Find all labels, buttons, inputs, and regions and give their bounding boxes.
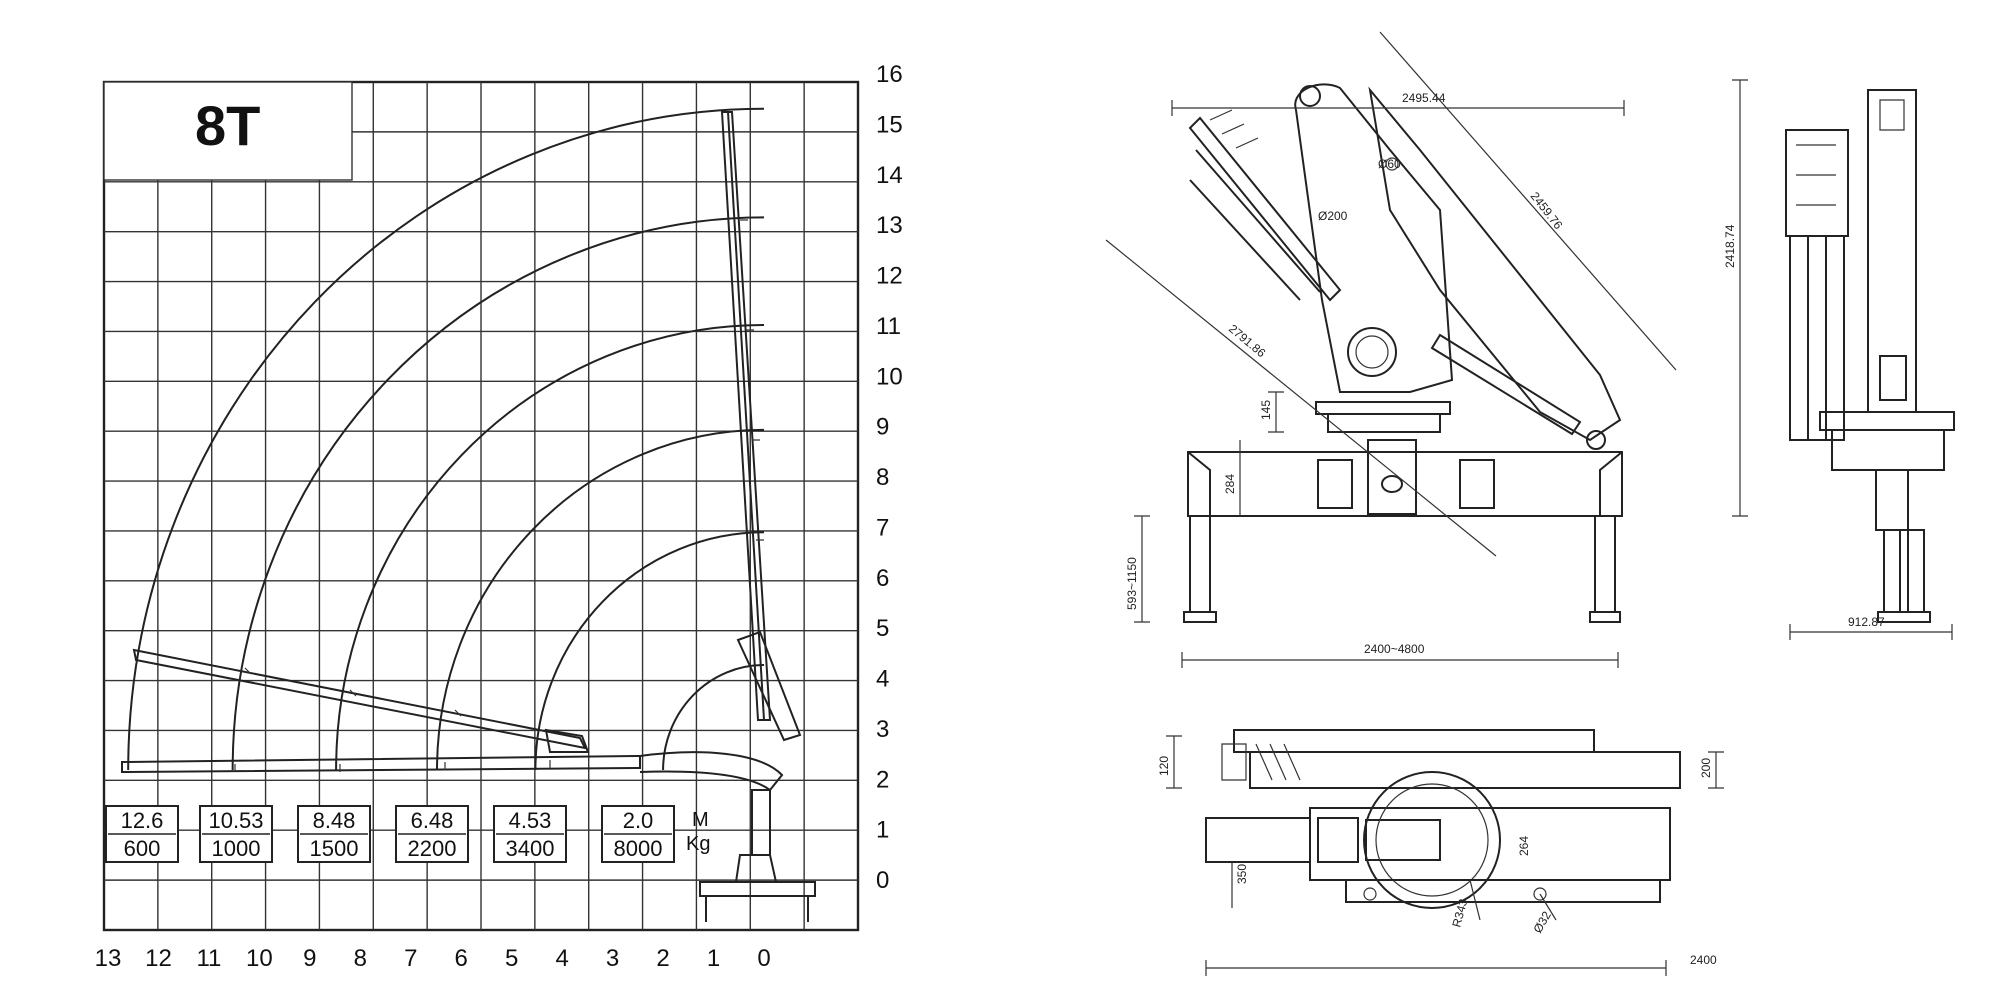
dim-h350: 350 xyxy=(1235,864,1249,884)
capacity-reach: 4.53 xyxy=(509,808,552,833)
x-tick-label: 3 xyxy=(606,945,619,972)
x-tick-label: 6 xyxy=(455,945,468,972)
boom-vertical-illustration xyxy=(720,111,802,742)
capacity-cell: 6.48 2200 xyxy=(395,805,469,863)
dim-base-h1: 145 xyxy=(1259,400,1273,420)
dim-boom-length: 2459.76 xyxy=(1528,189,1566,232)
dim-span: 2400~4800 xyxy=(1364,642,1425,656)
dim-h200: 200 xyxy=(1699,758,1713,778)
dim-pin-large: Ø200 xyxy=(1318,209,1348,223)
crane-top-view: 120 200 264 350 R343 Ø32 2400 xyxy=(1157,729,1724,976)
dim-end-width: 912.87 xyxy=(1848,615,1885,629)
y-tick-label: 6 xyxy=(876,565,889,592)
crane-side-view: 2495.44 2418.74 2459.76 2791.86 Ø60 Ø200… xyxy=(1105,31,1748,668)
y-tick-label: 7 xyxy=(876,514,889,541)
y-tick-label: 5 xyxy=(876,615,889,642)
boom-horizontal-illustration xyxy=(121,751,784,856)
unit-reach: M xyxy=(692,809,709,831)
capacity-reach: 6.48 xyxy=(411,808,454,833)
capacity-cell: 4.53 3400 xyxy=(493,805,567,863)
capacity-reach: 8.48 xyxy=(313,808,356,833)
x-tick-label: 8 xyxy=(354,945,367,972)
reach-arcs xyxy=(127,107,765,771)
reach-arc xyxy=(127,107,765,771)
capacity-cell: 8.48 1500 xyxy=(297,805,371,863)
y-tick-label: 15 xyxy=(876,111,903,138)
capacity-table: 12.6 600 10.53 1000 8.48 1500 6.48 2200 xyxy=(105,805,710,863)
x-tick-label: 9 xyxy=(303,945,316,972)
y-tick-label: 3 xyxy=(876,716,889,743)
boom-inclined-illustration xyxy=(132,648,590,753)
x-tick-label: 11 xyxy=(196,945,221,972)
reach-arc xyxy=(231,216,765,771)
capacity-load: 2200 xyxy=(408,836,457,861)
title-box xyxy=(103,81,353,181)
y-tick-label: 13 xyxy=(876,212,903,239)
crane-base-illustration xyxy=(699,854,816,922)
x-tick-label: 5 xyxy=(505,945,518,972)
dim-pin-small: Ø60 xyxy=(1378,157,1401,171)
y-tick-label: 10 xyxy=(876,363,903,390)
y-tick-label: 8 xyxy=(876,464,889,491)
reach-arc xyxy=(335,323,765,771)
dim-leg-range: 593~1150 xyxy=(1125,557,1139,610)
dim-h264: 264 xyxy=(1517,836,1531,856)
dim-length: 2400 xyxy=(1690,953,1717,967)
y-tick-label: 16 xyxy=(876,61,903,88)
capacity-reach: 2.0 xyxy=(623,808,654,833)
dim-top-width: 2495.44 xyxy=(1402,91,1446,105)
x-tick-label: 7 xyxy=(404,945,417,972)
x-tick-label: 4 xyxy=(555,945,568,972)
x-tick-label: 1 xyxy=(707,945,720,972)
dim-hole-dia: Ø32 xyxy=(1530,909,1554,936)
capacity-load: 1500 xyxy=(310,836,359,861)
capacity-cell: 10.53 1000 xyxy=(199,805,273,863)
capacity-cell: 12.6 600 xyxy=(105,805,179,863)
dim-h120: 120 xyxy=(1157,756,1171,776)
capacity-cell: 2.0 8000 xyxy=(601,805,675,863)
y-tick-label: 12 xyxy=(876,263,903,290)
x-tick-label: 0 xyxy=(757,945,770,972)
capacity-load: 600 xyxy=(124,836,161,861)
y-tick-label: 11 xyxy=(876,313,901,340)
y-tick-label: 4 xyxy=(876,666,889,693)
y-tick-label: 0 xyxy=(876,867,889,894)
x-tick-label: 12 xyxy=(145,945,172,972)
chart-title: 8T xyxy=(195,94,260,157)
reach-arc xyxy=(662,664,765,771)
x-tick-label: 2 xyxy=(656,945,669,972)
capacity-reach: 10.53 xyxy=(208,808,263,833)
dim-base-h2: 284 xyxy=(1223,474,1237,494)
crane-end-view: 912.87 xyxy=(1785,89,1955,640)
reach-arc xyxy=(534,531,765,771)
y-tick-label: 1 xyxy=(876,817,889,844)
chart-grid xyxy=(102,80,860,932)
x-tick-label: 13 xyxy=(95,945,122,972)
unit-load: Kg xyxy=(686,833,710,855)
x-tick-label: 10 xyxy=(246,945,273,972)
dim-height: 2418.74 xyxy=(1723,224,1737,268)
y-tick-label: 9 xyxy=(876,414,889,441)
y-tick-label: 14 xyxy=(876,162,903,189)
capacity-load: 1000 xyxy=(212,836,261,861)
capacity-load: 3400 xyxy=(506,836,555,861)
capacity-load: 8000 xyxy=(614,836,663,861)
y-tick-label: 2 xyxy=(876,766,889,793)
capacity-reach: 12.6 xyxy=(121,808,164,833)
reach-arc xyxy=(436,428,765,771)
